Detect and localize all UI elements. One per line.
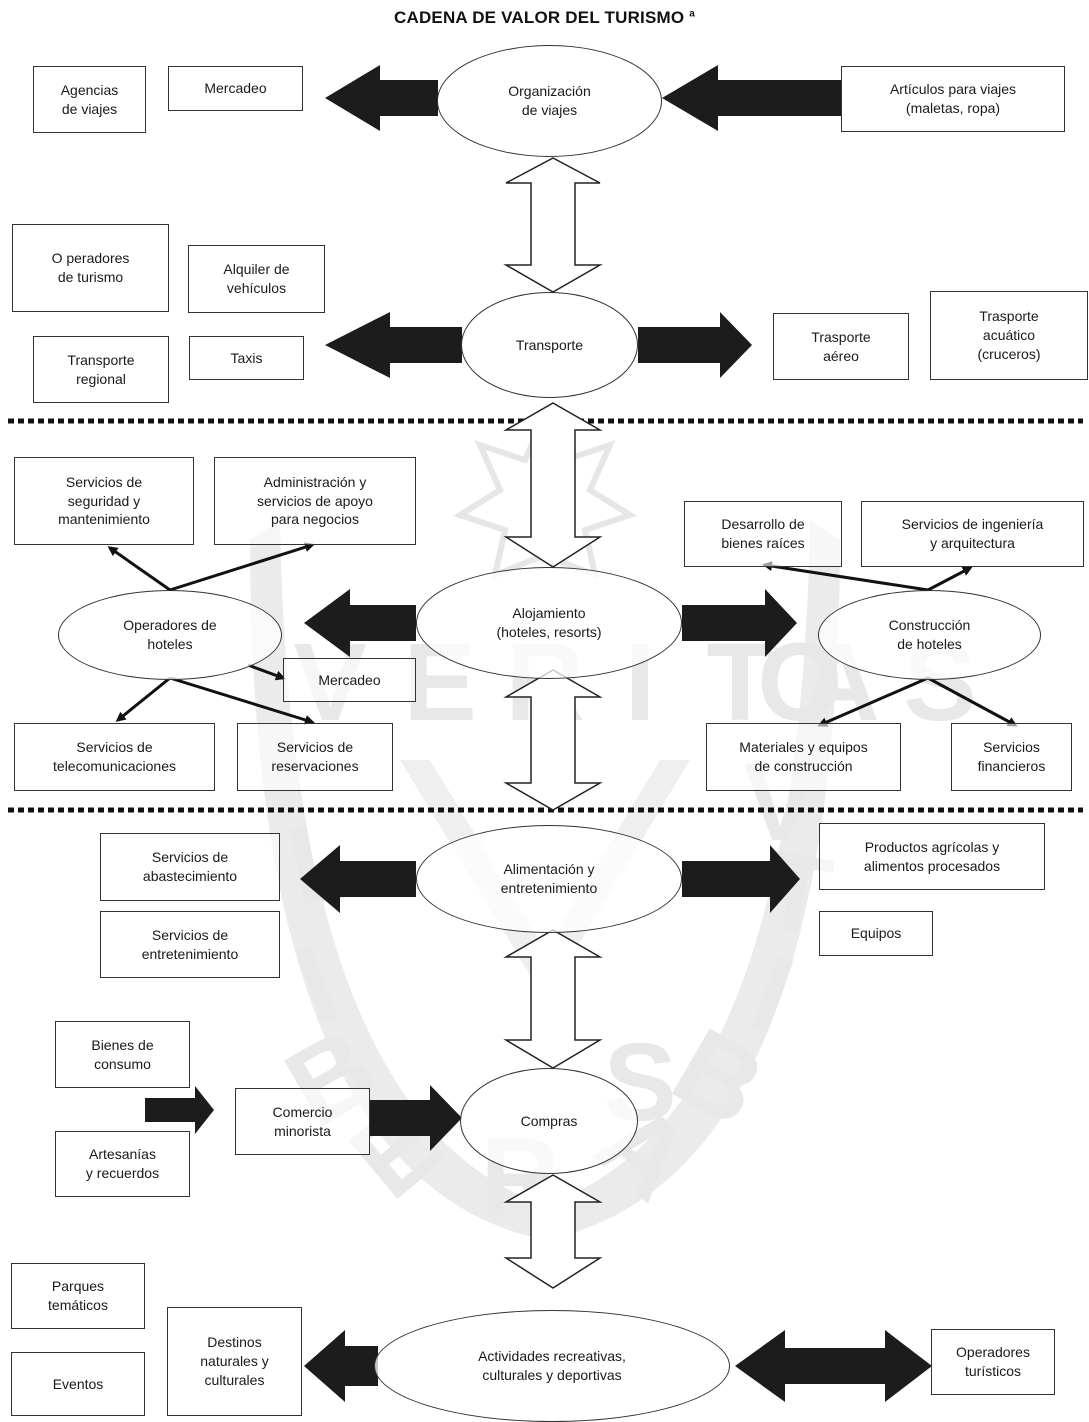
node-bienes-consumo: Bienes de consumo: [55, 1021, 190, 1088]
title-text: CADENA DE VALOR DEL TURISMO: [393, 8, 685, 27]
node-transporte: Transporte: [461, 292, 638, 398]
node-eventos: Eventos: [11, 1352, 145, 1416]
node-transporte-aereo: Trasporte aéreo: [773, 313, 909, 380]
node-operadores-turismo: O peradores de turismo: [12, 224, 169, 312]
arrow-to-financieros: [927, 676, 1018, 727]
node-reservaciones: Servicios de reservaciones: [237, 723, 393, 791]
node-artesanias-recuerdos: Artesanías y recuerdos: [55, 1131, 190, 1197]
node-transporte-regional: Transporte regional: [33, 336, 169, 403]
node-transporte-acuatico: Trasporte acuático (cruceros): [930, 291, 1088, 380]
arrow-to-reservaciones: [169, 676, 315, 725]
arrow-double-operadores: [735, 1330, 932, 1402]
arrow-to-administracion: [169, 542, 315, 592]
node-operadores-turisticos: Operadores turísticos: [931, 1329, 1055, 1395]
vertical-arrow-5: [503, 1174, 603, 1289]
arrow-left-alojamiento: [304, 589, 416, 657]
arrow-to-materiales: [817, 676, 929, 727]
arrow-right-alimentacion: [682, 845, 800, 913]
node-actividades-recreativas: Actividades recreativas, culturales y de…: [374, 1310, 730, 1422]
node-servicios-seguridad: Servicios de seguridad y mantenimiento: [14, 457, 194, 545]
node-administracion-apoyo: Administración y servicios de apoyo para…: [214, 457, 416, 545]
node-alojamiento: Alojamiento (hoteles, resorts): [416, 567, 682, 679]
arrow-left-alimentacion: [300, 845, 416, 913]
node-equipos: Equipos: [819, 911, 933, 956]
arrow-to-seguridad: [107, 546, 171, 592]
vertical-arrow-3: [503, 669, 603, 811]
vertical-arrow-4: [503, 929, 603, 1069]
node-ingenieria-arquitectura: Servicios de ingeniería y arquitectura: [861, 501, 1084, 567]
node-alimentacion-entretenimiento: Alimentación y entretenimiento: [416, 825, 682, 933]
arrow-right-bienes: [145, 1086, 214, 1134]
node-organizacion-viajes: Organización de viajes: [437, 45, 662, 157]
branch-arrows: [107, 542, 1018, 727]
node-mercadeo-1: Mercadeo: [168, 66, 303, 111]
arrow-to-mercadeo2: [247, 663, 286, 681]
node-construccion-hoteles: Construcción de hoteles: [818, 590, 1041, 680]
arrow-right-transporte: [638, 312, 752, 378]
node-parques-tematicos: Parques temáticos: [11, 1263, 145, 1329]
arrow-left-transporte: [325, 312, 462, 378]
node-operadores-hoteles: Operadores de hoteles: [58, 590, 282, 680]
node-compras: Compras: [460, 1068, 638, 1174]
node-servicios-financieros: Servicios financieros: [951, 723, 1072, 791]
diagram-title: CADENA DE VALOR DEL TURISMO a: [0, 8, 1089, 28]
flow-arrows: [145, 65, 932, 1402]
node-servicios-abastecimiento: Servicios de abastecimiento: [100, 833, 280, 901]
arrow-to-ingenieria: [927, 566, 973, 592]
arrow-left-organizacion: [325, 65, 438, 131]
node-comercio-minorista: Comercio minorista: [235, 1088, 370, 1155]
node-alquiler-vehiculos: Alquiler de vehículos: [188, 245, 325, 313]
arrow-left-actividades: [304, 1330, 378, 1402]
node-destinos-naturales: Destinos naturales y culturales: [167, 1307, 302, 1416]
arrow-to-telecom: [115, 676, 171, 722]
node-taxis: Taxis: [189, 336, 304, 380]
node-mercadeo-2: Mercadeo: [283, 658, 416, 702]
arrow-right-comercio: [370, 1085, 462, 1151]
vertical-connectors: [503, 157, 603, 1289]
node-bienes-raices: Desarrollo de bienes raíces: [684, 501, 842, 567]
node-materiales-equipos: Materiales y equipos de construcción: [706, 723, 901, 791]
vertical-arrow-1: [503, 157, 603, 293]
node-telecomunicaciones: Servicios de telecomunicaciones: [14, 723, 215, 791]
arrow-left-articulos: [662, 65, 842, 131]
vertical-arrow-2: [503, 402, 603, 568]
node-articulos-viajes: Artículos para viajes (maletas, ropa): [841, 66, 1065, 132]
node-servicios-entretenimiento: Servicios de entretenimiento: [100, 911, 280, 978]
arrow-to-bienes-raices: [762, 561, 929, 592]
node-agencias-viajes: Agencias de viajes: [33, 66, 146, 133]
title-footnote-mark: a: [689, 8, 696, 20]
node-productos-agricolas: Productos agrícolas y alimentos procesad…: [819, 823, 1045, 890]
arrow-right-alojamiento: [682, 589, 797, 657]
